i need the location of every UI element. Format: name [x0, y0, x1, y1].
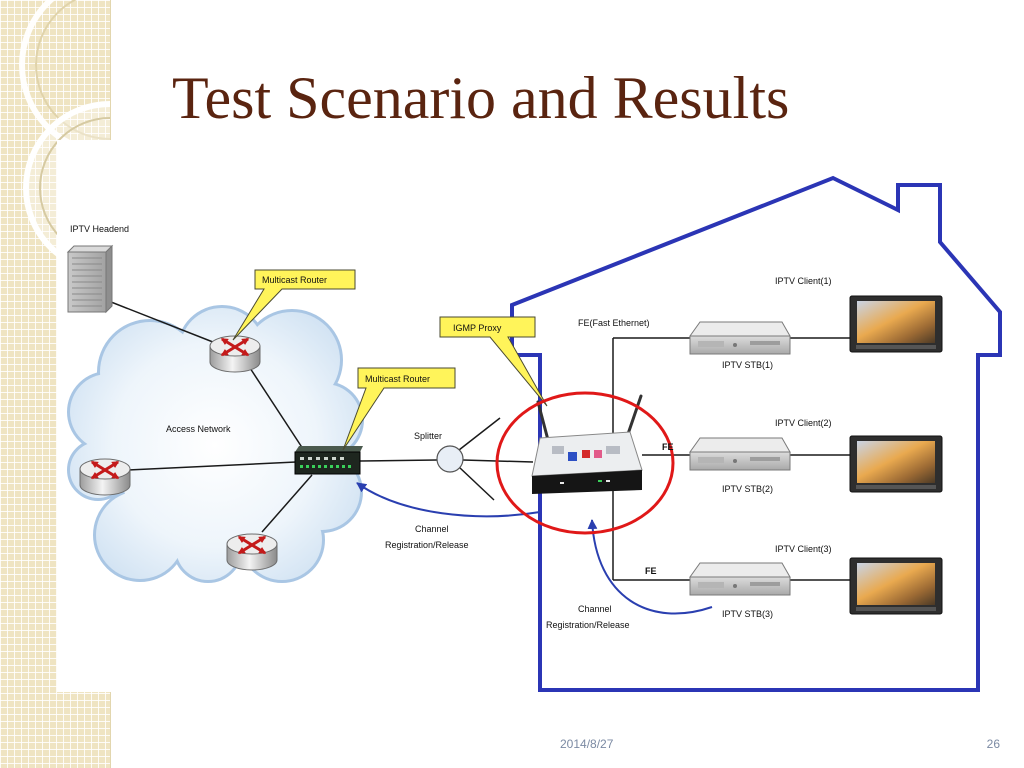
igmp-proxy-highlight-circle	[495, 391, 675, 535]
wireless-router-icon	[531, 394, 643, 494]
callout-edge-multicast-router	[342, 367, 456, 451]
link-label-stb1: FE(Fast Ethernet)	[578, 318, 650, 328]
link-router-switch	[249, 367, 306, 453]
router-icon	[210, 336, 260, 372]
headend-label: IPTV Headend	[70, 224, 129, 234]
channel-label-left-line2: Registration/Release	[385, 540, 469, 550]
switch-icon	[294, 446, 363, 475]
stb-label-2: IPTV STB(2)	[722, 484, 773, 494]
tv-icon	[849, 295, 943, 353]
router-icon	[80, 459, 130, 495]
client-label-2: IPTV Client(2)	[775, 418, 832, 428]
link-label-stb2: FE	[662, 442, 674, 452]
channel-registration-arrow-to-proxy	[587, 519, 713, 615]
splitter-icon	[436, 445, 464, 473]
access-network-label: Access Network	[166, 424, 231, 434]
set-top-box-icon	[689, 562, 791, 596]
stb-label-3: IPTV STB(3)	[722, 609, 773, 619]
stb-label-1: IPTV STB(1)	[722, 360, 773, 370]
channel-label-right-line2: Registration/Release	[546, 620, 630, 630]
callout-igmp-proxy	[439, 316, 548, 407]
server-icon	[66, 244, 114, 314]
link-router-switch	[127, 461, 297, 471]
client-label-3: IPTV Client(3)	[775, 544, 832, 554]
link-label-stb3: FE	[645, 566, 657, 576]
client-label-1: IPTV Client(1)	[775, 276, 832, 286]
set-top-box-icon	[689, 437, 791, 471]
channel-label-left-line1: Channel	[415, 524, 449, 534]
callout-label-igmp-proxy: IGMP Proxy	[453, 323, 502, 333]
channel-label-right-line1: Channel	[578, 604, 612, 614]
link-splitter-branch	[458, 417, 501, 451]
tv-icon	[849, 435, 943, 493]
channel-registration-arrow-to-router	[356, 482, 541, 518]
slide-date: 2014/8/27	[560, 737, 614, 751]
tv-icon	[849, 557, 943, 615]
slide-page-number: 26	[986, 737, 1000, 751]
link-splitter-branch	[458, 466, 495, 501]
router-icon	[227, 534, 277, 570]
link-headend-router	[105, 299, 219, 345]
splitter-label: Splitter	[414, 431, 442, 441]
link-router-switch	[261, 474, 313, 533]
slide-title: Test Scenario and Results	[172, 65, 790, 131]
callout-core-multicast-router	[232, 269, 356, 341]
callout-label-edge-router: Multicast Router	[365, 374, 430, 384]
link-switch-splitter	[359, 459, 438, 462]
set-top-box-icon	[689, 321, 791, 355]
callout-label-core-router: Multicast Router	[262, 275, 327, 285]
